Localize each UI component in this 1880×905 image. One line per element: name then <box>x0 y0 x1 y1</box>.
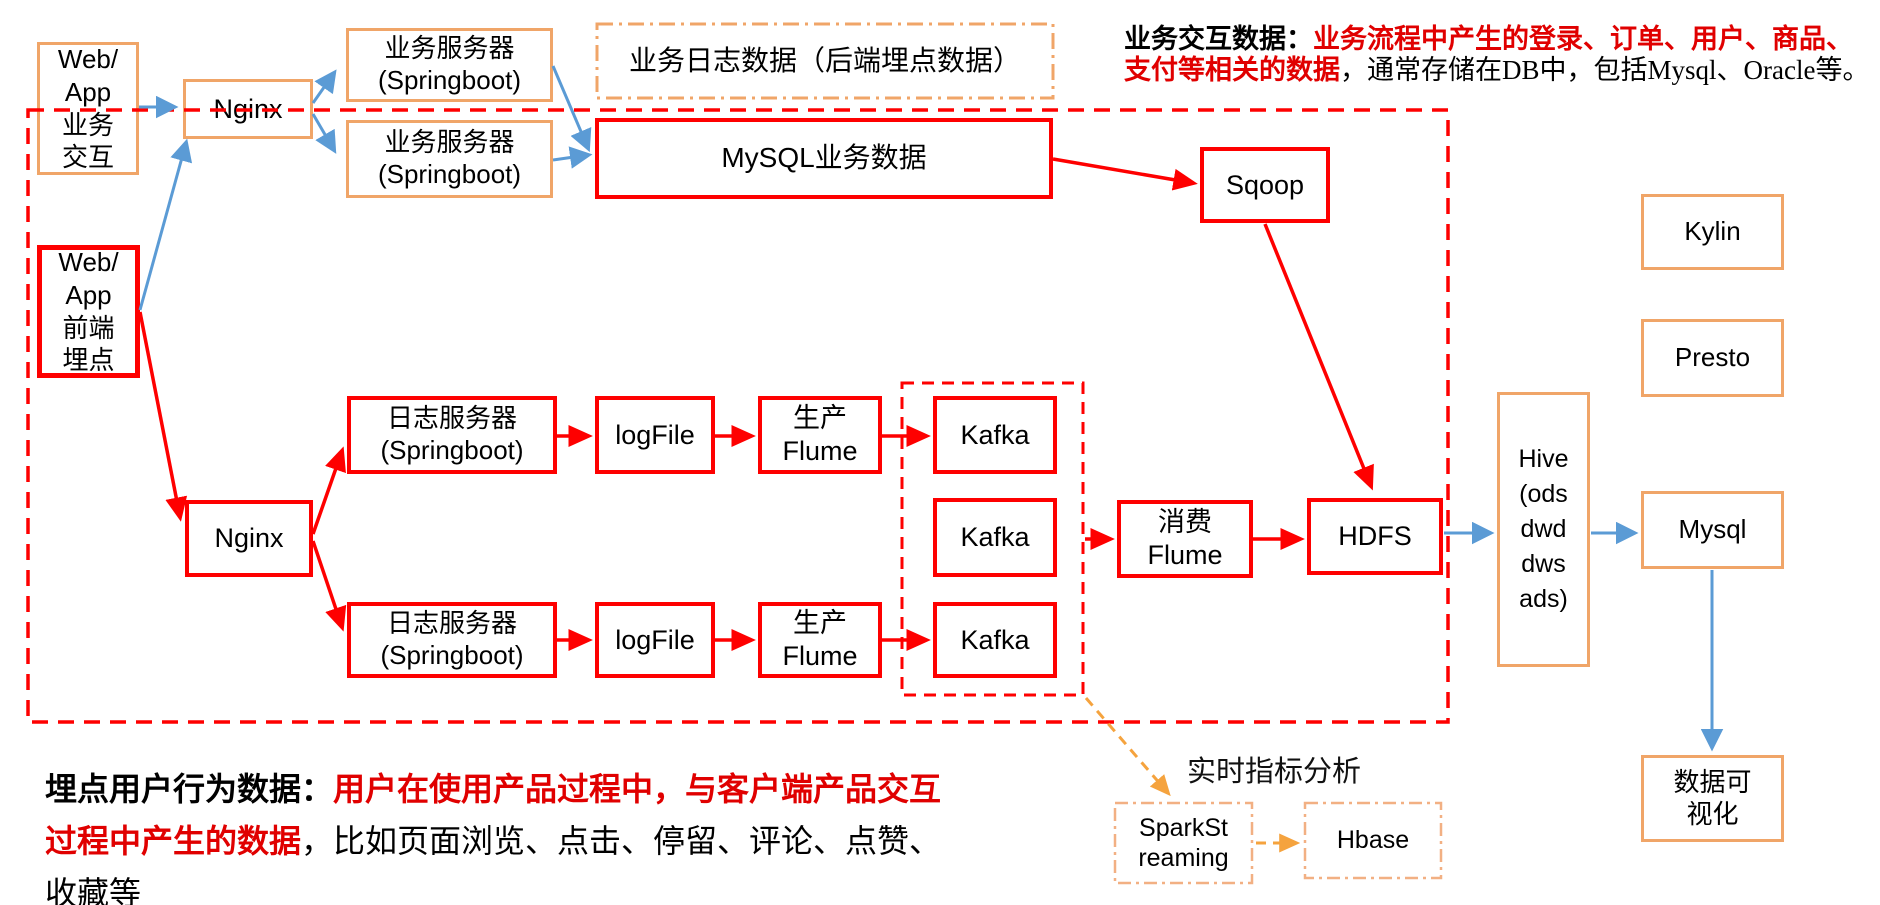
data-visualization-node: 数据可 视化 <box>1641 755 1784 842</box>
logfile-1-node: logFile <box>595 396 715 474</box>
biz-server-2-node: 业务服务器 (Springboot) <box>346 120 553 198</box>
edge-bizserver2-to-mysql <box>552 146 593 169</box>
edge-mysql-to-sqoop <box>1052 157 1198 191</box>
presto-node: Presto <box>1641 319 1784 397</box>
edge-sqoop-to-hdfs <box>1263 223 1374 491</box>
kafka-2-node: Kafka <box>933 498 1057 577</box>
edge-nginx-to-bizserver1 <box>311 69 337 104</box>
nginx-bottom-node: Nginx <box>185 500 313 577</box>
consumer-flume-node: 消费 Flume <box>1117 500 1253 578</box>
edge-frontend-to-nginx-bottom <box>138 311 188 522</box>
tracking-data-annotation: 埋点用户行为数据：用户在使用产品过程中，与客户端产品交互过程中产生的数据，比如页… <box>45 771 942 905</box>
edge-nginx-to-bizserver2 <box>311 113 337 154</box>
edge-bizserver1-to-mysql <box>551 65 592 153</box>
hbase-node: Hbase <box>1305 803 1441 878</box>
kafka-1-node: Kafka <box>933 396 1057 474</box>
edge-nginx-to-logserver1 <box>311 446 346 535</box>
hive-node: Hive (ods dwd dws ads) <box>1497 392 1590 667</box>
spark-streaming-node: SparkSt reaming <box>1115 803 1252 883</box>
logfile-2-node: logFile <box>595 602 715 678</box>
hdfs-node: HDFS <box>1307 498 1443 575</box>
web-app-frontend-node: Web/ App 前端 埋点 <box>37 245 140 378</box>
log-server-2-node: 日志服务器 (Springboot) <box>347 602 557 678</box>
nginx-top-node: Nginx <box>183 79 313 139</box>
log-server-1-node: 日志服务器 (Springboot) <box>347 396 557 474</box>
kafka-3-node: Kafka <box>933 602 1057 678</box>
producer-flume-2-node: 生产 Flume <box>758 602 882 678</box>
business-data-annotation: 业务交互数据：业务流程中产生的登录、订单、用户、商品、支付等相关的数据，通常存储… <box>1124 24 1870 85</box>
sqoop-node: Sqoop <box>1200 147 1330 223</box>
edge-nginx-to-logserver2 <box>311 540 347 632</box>
biz-log-data-node: 业务日志数据（后端埋点数据） <box>597 24 1053 98</box>
edge-kafka-region-to-sparkstreaming <box>1084 697 1171 797</box>
realtime-analysis-label: 实时指标分析 <box>1187 756 1362 788</box>
kylin-node: Kylin <box>1641 194 1784 270</box>
biz-server-1-node: 业务服务器 (Springboot) <box>346 28 553 102</box>
mysql-biz-data-node: MySQL业务数据 <box>595 118 1053 199</box>
mysql-output-node: Mysql <box>1641 491 1784 569</box>
web-app-business-node: Web/ App 业务 交互 <box>37 42 139 175</box>
producer-flume-1-node: 生产 Flume <box>758 396 882 474</box>
edge-frontend-to-nginx-top <box>138 138 193 311</box>
